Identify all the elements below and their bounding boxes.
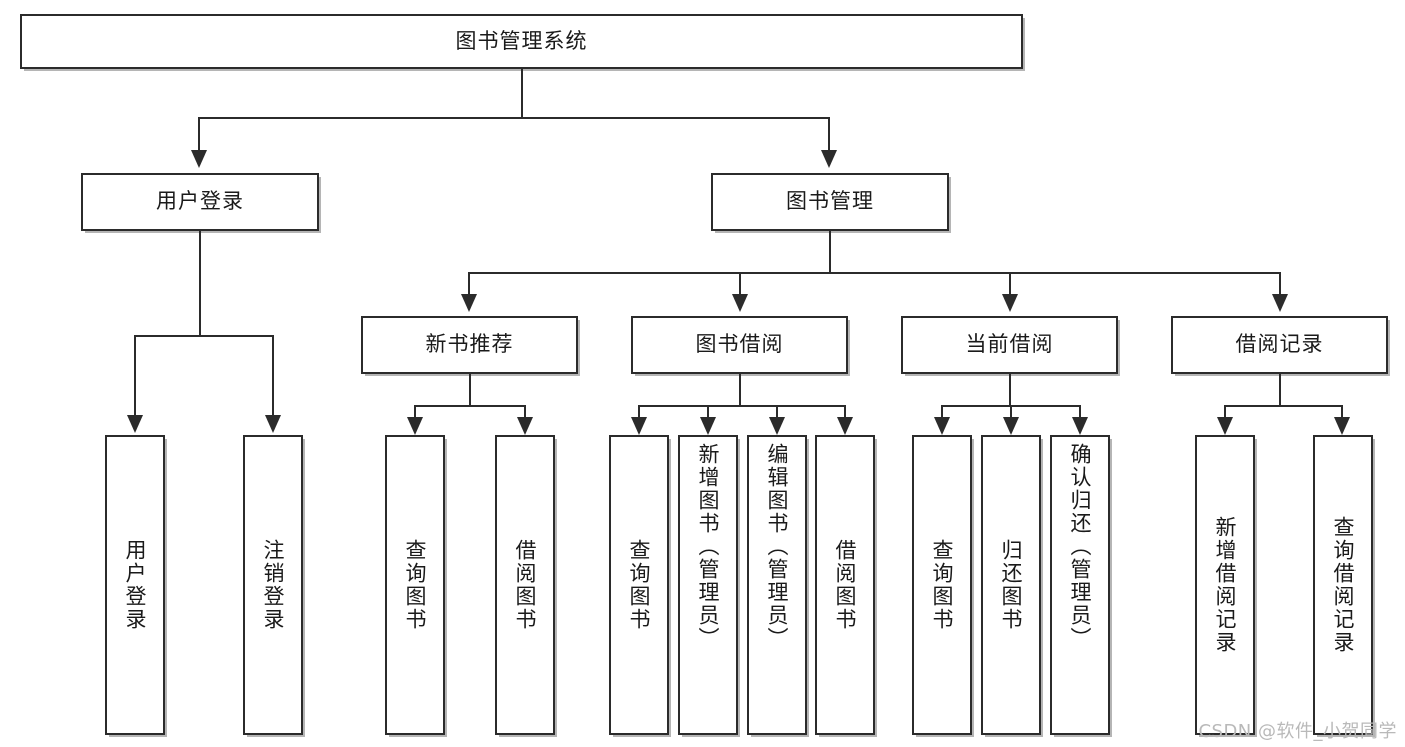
node-label: 编辑图书（管理员） (765, 443, 790, 650)
connector-user-login-bus (134, 335, 274, 337)
node-label: 用户登录 (123, 539, 148, 631)
node-label: 借阅记录 (1235, 332, 1324, 357)
connector-drop-borrow-record (1279, 272, 1281, 296)
leaf-book-borrow-3[interactable]: 借阅图书 (815, 435, 875, 735)
leaf-book-borrow-1[interactable]: 新增图书（管理员） (678, 435, 738, 735)
connector-drop-leaf-br-0 (1224, 405, 1226, 419)
arrowhead-leaf-cb-1 (1003, 417, 1019, 435)
arrowhead-leaf-bb-0 (631, 417, 647, 435)
node-label: 注销登录 (261, 539, 286, 631)
node-label: 新书推荐 (425, 332, 514, 357)
leaf-new-book-0[interactable]: 查询图书 (385, 435, 445, 735)
connector-drop-leaf-nbr-1 (524, 405, 526, 419)
arrowhead-leaf-cb-2 (1072, 417, 1088, 435)
arrowhead-leaf-bb-1 (700, 417, 716, 435)
node-label: 查询图书 (930, 539, 955, 631)
connector-drop-book-manage (828, 117, 830, 152)
arrowhead-leaf-br-1 (1334, 417, 1350, 435)
node-root-system[interactable]: 图书管理系统 (20, 14, 1023, 69)
node-label: 查询图书 (403, 539, 428, 631)
connector-book-borrow-stem (739, 374, 741, 405)
connector-drop-current-borrow (1009, 272, 1011, 296)
arrowhead-leaf-nbr-0 (407, 417, 423, 435)
connector-drop-leaf-cb-1 (1010, 405, 1012, 419)
arrowhead-book-manage (821, 150, 837, 168)
connector-borrow-record-bus (1224, 405, 1343, 407)
arrowhead-leaf-bb-2 (769, 417, 785, 435)
leaf-current-borrow-1[interactable]: 归还图书 (981, 435, 1041, 735)
node-label: 查询借阅记录 (1331, 516, 1356, 654)
connector-level2-bus (198, 117, 830, 119)
leaf-current-borrow-2[interactable]: 确认归还（管理员） (1050, 435, 1110, 735)
connector-book-borrow-bus (638, 405, 846, 407)
connector-level3-bus (468, 272, 1280, 274)
connector-drop-leaf-nbr-0 (414, 405, 416, 419)
arrowhead-borrow-record (1272, 294, 1288, 312)
connector-new-book-bus (414, 405, 526, 407)
node-label: 确认归还（管理员） (1068, 443, 1093, 650)
node-label: 图书管理 (786, 189, 874, 214)
connector-drop-leaf-cb-2 (1079, 405, 1081, 419)
connector-drop-leaf-bb-2 (776, 405, 778, 419)
node-book-borrow[interactable]: 图书借阅 (631, 316, 848, 374)
connector-drop-leaf-cb-0 (941, 405, 943, 419)
node-label: 查询图书 (627, 539, 652, 631)
arrowhead-leaf-user-login-0 (127, 415, 143, 433)
connector-drop-leaf-user-login-1 (272, 335, 274, 417)
connector-drop-leaf-bb-1 (707, 405, 709, 419)
connector-new-book-stem (469, 374, 471, 405)
node-label: 借阅图书 (833, 539, 858, 631)
arrowhead-new-book (461, 294, 477, 312)
node-label: 借阅图书 (513, 539, 538, 631)
connector-book-manage-stem (829, 231, 831, 272)
node-user-login[interactable]: 用户登录 (81, 173, 319, 231)
arrowhead-leaf-bb-3 (837, 417, 853, 435)
connector-drop-leaf-br-1 (1341, 405, 1343, 419)
node-label: 新增图书（管理员） (696, 443, 721, 650)
node-label: 新增借阅记录 (1213, 516, 1238, 654)
leaf-current-borrow-0[interactable]: 查询图书 (912, 435, 972, 735)
leaf-book-borrow-0[interactable]: 查询图书 (609, 435, 669, 735)
leaf-book-borrow-2[interactable]: 编辑图书（管理员） (747, 435, 807, 735)
connector-drop-new-book (468, 272, 470, 296)
leaf-new-book-1[interactable]: 借阅图书 (495, 435, 555, 735)
arrowhead-user-login (191, 150, 207, 168)
connector-drop-leaf-user-login-0 (134, 335, 136, 417)
connector-borrow-record-stem (1279, 374, 1281, 405)
arrowhead-leaf-br-0 (1217, 417, 1233, 435)
leaf-user-login-1[interactable]: 注销登录 (243, 435, 303, 735)
node-borrow-record[interactable]: 借阅记录 (1171, 316, 1388, 374)
arrowhead-leaf-cb-0 (934, 417, 950, 435)
arrowhead-current-borrow (1002, 294, 1018, 312)
connector-drop-leaf-bb-0 (638, 405, 640, 419)
leaf-user-login-0[interactable]: 用户登录 (105, 435, 165, 735)
leaf-borrow-record-1[interactable]: 查询借阅记录 (1313, 435, 1373, 735)
connector-drop-book-borrow (739, 272, 741, 296)
node-label: 图书管理系统 (455, 28, 588, 53)
node-current-borrow[interactable]: 当前借阅 (901, 316, 1118, 374)
node-new-book-recommend[interactable]: 新书推荐 (361, 316, 578, 374)
arrowhead-leaf-nbr-1 (517, 417, 533, 435)
connector-drop-leaf-bb-3 (844, 405, 846, 419)
connector-user-login-stem (199, 231, 201, 335)
connector-current-borrow-stem (1009, 374, 1011, 405)
arrowhead-book-borrow (732, 294, 748, 312)
connector-drop-user-login (198, 117, 200, 152)
leaf-borrow-record-0[interactable]: 新增借阅记录 (1195, 435, 1255, 735)
node-label: 归还图书 (999, 539, 1024, 631)
connector-root-stem (521, 69, 523, 117)
arrowhead-leaf-user-login-1 (265, 415, 281, 433)
node-label: 用户登录 (156, 189, 244, 214)
node-label: 图书借阅 (695, 332, 784, 357)
node-label: 当前借阅 (965, 332, 1054, 357)
node-book-manage[interactable]: 图书管理 (711, 173, 949, 231)
